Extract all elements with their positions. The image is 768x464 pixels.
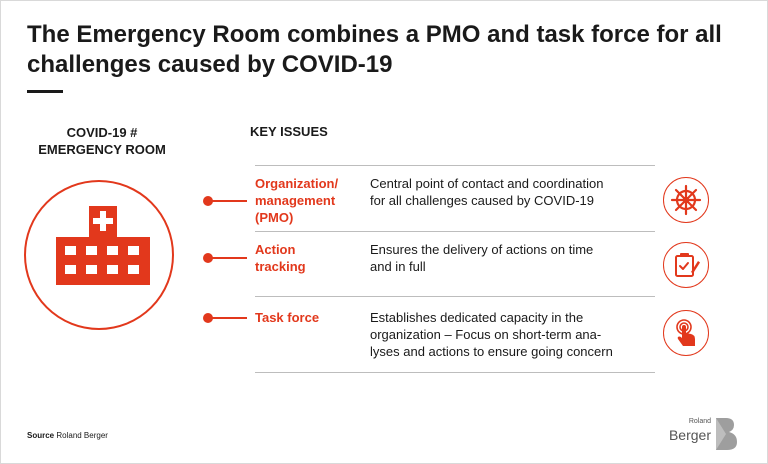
connector-task-force [203, 313, 249, 323]
issue-label-line: management [255, 193, 336, 208]
source-note: Source Roland Berger [27, 431, 108, 440]
ship-wheel-icon-circle [663, 177, 709, 223]
divider-top [255, 165, 655, 166]
issue-label-pmo: Organization/ management (PMO) [255, 175, 360, 226]
hand-touch-icon-circle [663, 310, 709, 356]
issue-desc-line: Central point of contact and coordinatio… [370, 176, 604, 191]
logo-mark-icon [716, 418, 737, 450]
issue-label-line: tracking [255, 259, 306, 274]
connector-dot [203, 196, 213, 206]
connector-action-tracking [203, 253, 249, 263]
issue-desc-line: Establishes dedicated capacity in the [370, 310, 584, 325]
connector-line [211, 317, 247, 319]
logo-text-small: Roland [688, 418, 711, 425]
issue-desc-line: Ensures the delivery of actions on time [370, 242, 594, 257]
issue-desc-action-tracking: Ensures the delivery of actions on time … [370, 241, 650, 275]
issue-label-task-force: Task force [255, 309, 360, 326]
ship-wheel-icon [670, 184, 702, 216]
divider-1 [255, 231, 655, 232]
issue-label-line: Organization/ [255, 176, 339, 191]
emergency-room-heading-line2: EMERGENCY ROOM [38, 142, 166, 157]
source-text: Roland Berger [56, 431, 108, 440]
logo-text-big: Berger [668, 427, 711, 443]
connector-dot [203, 253, 213, 263]
divider-bottom [255, 372, 655, 373]
issue-label-line: (PMO) [255, 210, 294, 225]
issue-desc-line: organization – Focus on short-term ana- [370, 327, 602, 342]
issue-label-line: Action [255, 242, 296, 257]
key-issues-heading: KEY ISSUES [250, 124, 328, 139]
clipboard-check-icon-circle [663, 242, 709, 288]
issue-desc-task-force: Establishes dedicated capacity in the or… [370, 309, 650, 360]
issue-desc-pmo: Central point of contact and coordinatio… [370, 175, 650, 209]
hospital-icon [56, 206, 150, 285]
issue-desc-line: for all challenges caused by COVID-19 [370, 193, 595, 208]
title-underline [27, 90, 63, 93]
clipboard-check-icon [675, 253, 700, 277]
hand-touch-icon [676, 319, 695, 346]
emergency-room-heading-line1: COVID-19 # [66, 125, 138, 140]
hospital-icon-circle [24, 180, 174, 330]
issue-desc-line: and in full [370, 259, 426, 274]
source-label: Source [27, 431, 55, 440]
emergency-room-heading: COVID-19 # EMERGENCY ROOM [22, 124, 182, 158]
connector-line [211, 200, 247, 202]
roland-berger-logo: Roland Berger [668, 416, 744, 452]
connector-line [211, 257, 247, 259]
connector-dot [203, 313, 213, 323]
divider-2 [255, 296, 655, 297]
slide-title: The Emergency Room combines a PMO and ta… [27, 21, 722, 78]
issue-desc-line: lyses and actions to ensure going concer… [370, 344, 613, 359]
connector-pmo [203, 196, 249, 206]
issue-label-action-tracking: Action tracking [255, 241, 360, 275]
issue-label-line: Task force [255, 310, 320, 325]
